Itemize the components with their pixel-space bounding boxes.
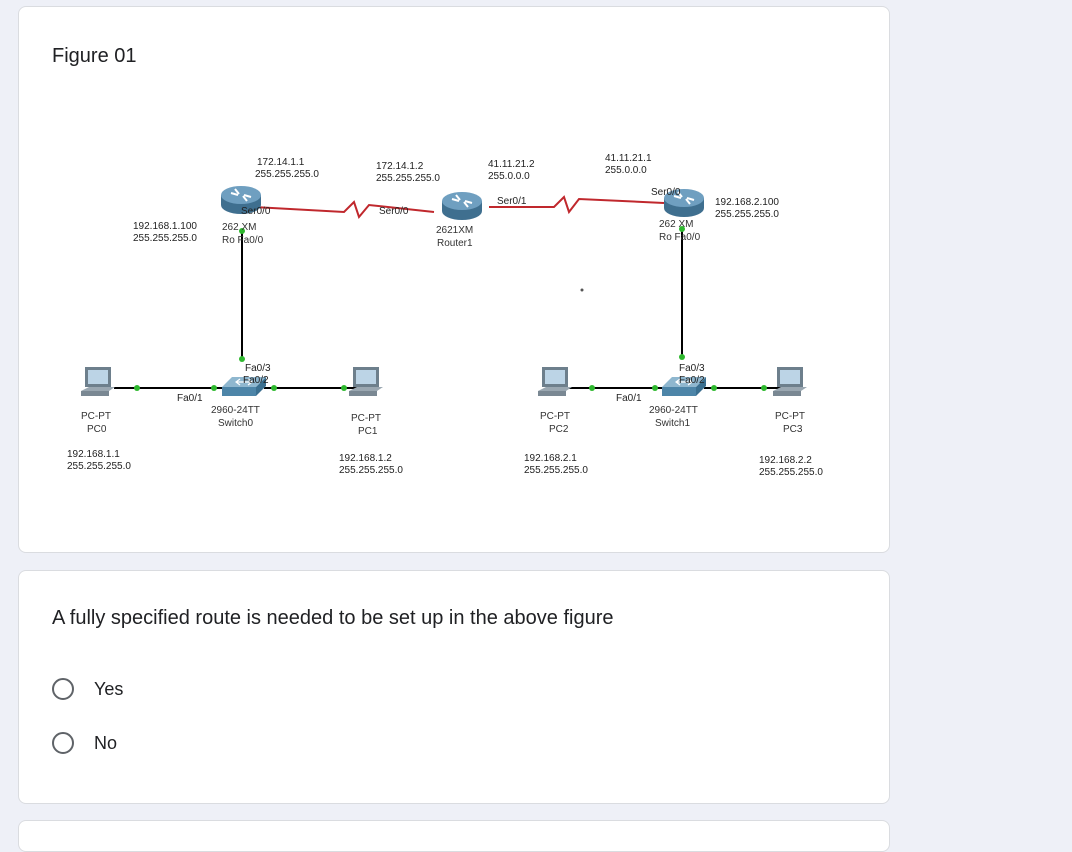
switch-1-icon[interactable] [662,377,706,396]
label-r1-ser0-mask: 255.255.255.0 [376,173,440,184]
label-sw0-fa1: Fa0/1 [177,393,203,404]
label-r0-lan-mask: 255.255.255.0 [133,233,197,244]
label-r1-ser1-ip: 41.11.21.2 [488,159,535,170]
question-title: A fully specified route is needed to be … [52,607,614,629]
label-r2-lan-mask: 255.255.255.0 [715,209,779,220]
label-pc1-type: PC-PT [351,413,381,424]
label-r0-ser-port: Ser0/0 [241,206,271,217]
router-0-icon[interactable] [221,186,261,214]
label-r2-ser-ip: 41.11.21.1 [605,153,652,164]
label-sw1-name: Switch1 [655,418,690,429]
switch-0-icon[interactable] [222,377,266,396]
label-pc1-ip: 192.168.1.2 [339,453,392,464]
radio-unchecked-icon[interactable] [52,732,74,754]
label-sw1-fa2: Fa0/2 [679,375,705,386]
option-label-no: No [94,732,118,753]
network-diagram: 172.14.1.1 255.255.255.0 172.14.1.2 255.… [67,153,823,478]
label-pc2-mask: 255.255.255.0 [524,465,588,476]
label-r1-ser1-mask: 255.0.0.0 [488,171,530,182]
router-2-icon[interactable] [664,189,704,217]
label-pc1-mask: 255.255.255.0 [339,465,403,476]
option-no[interactable]: No [52,729,117,757]
stray-dot [580,288,584,292]
label-r2-fa: Ro Fa0/0 [659,232,701,243]
label-pc0-ip: 192.168.1.1 [67,449,120,460]
router-1-icon[interactable] [442,192,482,220]
pc-1-icon[interactable] [349,367,383,396]
pc-2-icon[interactable] [538,367,572,396]
label-r2-lan-ip: 192.168.2.100 [715,197,779,208]
label-r2-model: 262 XM [659,219,693,230]
label-pc2-type: PC-PT [540,411,570,422]
label-pc1-name: PC1 [358,426,378,437]
figure-card: Figure 01 [18,6,890,553]
label-r1-name: Router1 [437,238,473,249]
figure-title: Figure 01 [52,45,137,67]
label-pc3-ip: 192.168.2.2 [759,455,812,466]
label-sw0-fa2: Fa0/2 [243,375,269,386]
label-sw0-fa3: Fa0/3 [245,363,271,374]
link-status-dots [134,226,767,391]
label-r2-ser-port: Ser0/0 [651,187,681,198]
label-pc2-ip: 192.168.2.1 [524,453,577,464]
serial-link-r0-r1 [253,200,435,220]
next-card [18,820,890,852]
label-sw1-model: 2960-24TT [649,405,698,416]
question-card: A fully specified route is needed to be … [18,570,890,804]
label-sw1-fa1: Fa0/1 [616,393,642,404]
label-r1-ser1-port: Ser0/1 [497,196,527,207]
label-r0-ser-ip: 172.14.1.1 [257,157,305,168]
label-r2-ser-mask: 255.0.0.0 [605,165,647,176]
pc-3-icon[interactable] [773,367,807,396]
label-sw0-name: Switch0 [218,418,253,429]
label-sw1-fa3: Fa0/3 [679,363,705,374]
label-pc3-mask: 255.255.255.0 [759,467,823,478]
pc-0-icon[interactable] [81,367,115,396]
label-sw0-model: 2960-24TT [211,405,260,416]
label-pc3-name: PC3 [783,424,803,435]
option-yes[interactable]: Yes [52,675,123,703]
serial-link-r1-r2 [489,195,665,215]
label-r0-fa: Ro Fa0/0 [222,235,264,246]
radio-unchecked-icon[interactable] [52,678,74,700]
label-pc0-name: PC0 [87,424,107,435]
label-r1-ser0-port: Ser0/0 [379,206,409,217]
label-pc3-type: PC-PT [775,411,805,422]
label-pc2-name: PC2 [549,424,569,435]
label-r0-model: 262 XM [222,222,256,233]
label-r1-ser0-ip: 172.14.1.2 [376,161,424,172]
label-r0-ser-mask: 255.255.255.0 [255,169,319,180]
label-pc0-type: PC-PT [81,411,111,422]
option-label-yes: Yes [94,678,124,699]
label-pc0-mask: 255.255.255.0 [67,461,131,472]
label-r1-model: 2621XM [436,225,473,236]
label-r0-lan-ip: 192.168.1.100 [133,221,197,232]
